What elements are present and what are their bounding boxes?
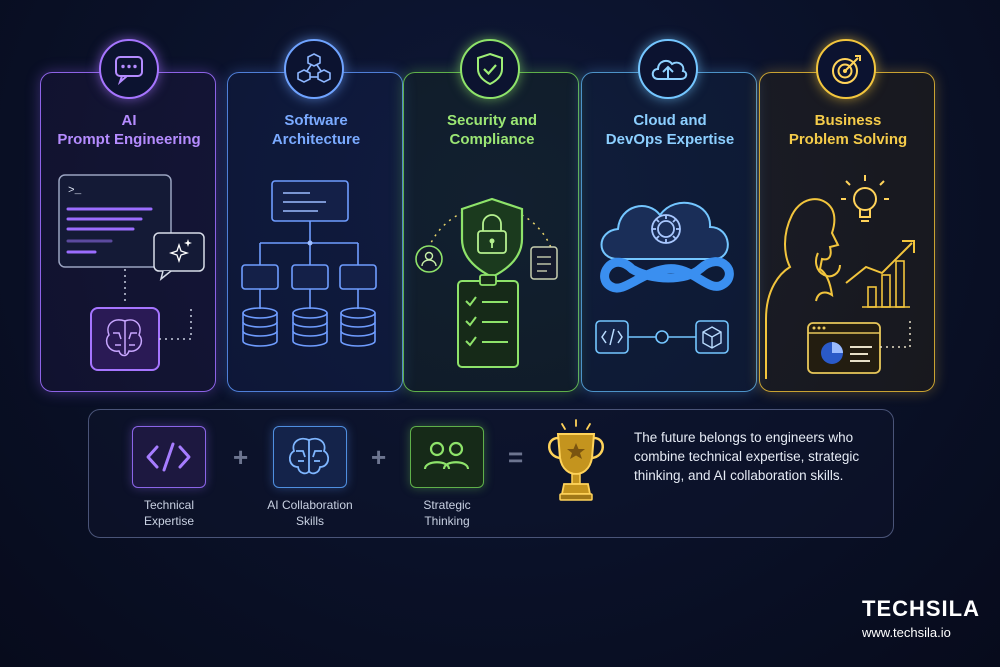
card-title-line1: Cloud and — [633, 112, 707, 129]
card-software-architecture: Software Architecture — [227, 39, 404, 392]
plus-operator: + — [371, 442, 387, 472]
card-title: AI Prompt Engineering — [41, 111, 217, 149]
shield-check-icon — [460, 39, 520, 99]
card-title-line1: Software — [284, 112, 348, 129]
chat-bubble-icon-svg — [115, 56, 143, 86]
skill-label-line1: Technical — [143, 498, 195, 512]
ai-collaboration-box — [273, 426, 347, 488]
card-business-problem-solving: Business Problem Solving — [759, 39, 936, 392]
cloud-upload-icon — [638, 39, 698, 99]
card-title-line1: Security and — [446, 112, 538, 129]
target-icon-svg — [832, 55, 861, 84]
card-title-line2: Compliance — [449, 131, 535, 148]
ai-collaboration-label: AI Collaboration Skills — [240, 497, 380, 529]
skills-summary-panel — [88, 409, 894, 538]
card-title: Cloud and DevOps Expertise — [582, 111, 758, 149]
skill-label-line2: Thinking — [424, 514, 470, 528]
brain-icon — [288, 437, 330, 475]
card-security-compliance: Security and Compliance — [403, 39, 580, 392]
skill-label-line1: AI Collaboration — [267, 498, 353, 512]
people-icon — [423, 441, 470, 470]
card-ai-prompt-engineering: AI Prompt Engineering >_ — [40, 39, 217, 392]
brand-logo: TECHSILA — [862, 596, 980, 621]
card-title: Software Architecture — [228, 111, 404, 149]
brand-url[interactable]: www.techsila.io — [862, 625, 951, 640]
cloud-upload-icon-svg — [651, 59, 688, 80]
technical-expertise-label: Technical Expertise — [99, 497, 239, 529]
code-icon — [146, 442, 191, 472]
chat-bubble-icon — [99, 39, 159, 99]
equals-operator: = — [508, 442, 524, 472]
card-cloud-devops: Cloud and DevOps Expertise — [581, 39, 758, 392]
card-title-line1: Business — [814, 112, 882, 129]
terminal-prompt: >_ — [68, 185, 82, 197]
cubes-network-icon-svg — [297, 53, 331, 83]
security-illustration — [415, 197, 558, 368]
plus-operator: + — [233, 442, 249, 472]
strategic-thinking-box — [410, 426, 484, 488]
trophy-icon — [548, 419, 604, 501]
shield-check-icon-svg — [477, 52, 503, 86]
strategic-thinking-label: Strategic Thinking — [377, 497, 517, 529]
business-thinker-illustration — [765, 175, 915, 379]
card-title-line2: Problem Solving — [788, 131, 908, 148]
card-title-line2: Architecture — [271, 131, 361, 148]
skill-label-line2: Skills — [295, 514, 324, 528]
skill-label-line1: Strategic — [423, 498, 471, 512]
cubes-network-icon — [284, 39, 344, 99]
card-title-line2: DevOps Expertise — [605, 131, 735, 148]
technical-expertise-box — [132, 426, 206, 488]
cloud-devops-illustration — [595, 201, 734, 354]
skill-label-line2: Expertise — [143, 514, 195, 528]
card-title-line2: Prompt Engineering — [57, 131, 201, 148]
summary-statement: The future belongs to engineers who comb… — [634, 430, 860, 483]
card-title: Security and Compliance — [404, 111, 580, 149]
card-title: Business Problem Solving — [760, 111, 936, 149]
card-title-line1: AI — [121, 112, 137, 129]
prompt-terminal-illustration: >_ — [58, 174, 205, 371]
target-icon — [816, 39, 876, 99]
architecture-diagram-illustration — [241, 180, 377, 347]
